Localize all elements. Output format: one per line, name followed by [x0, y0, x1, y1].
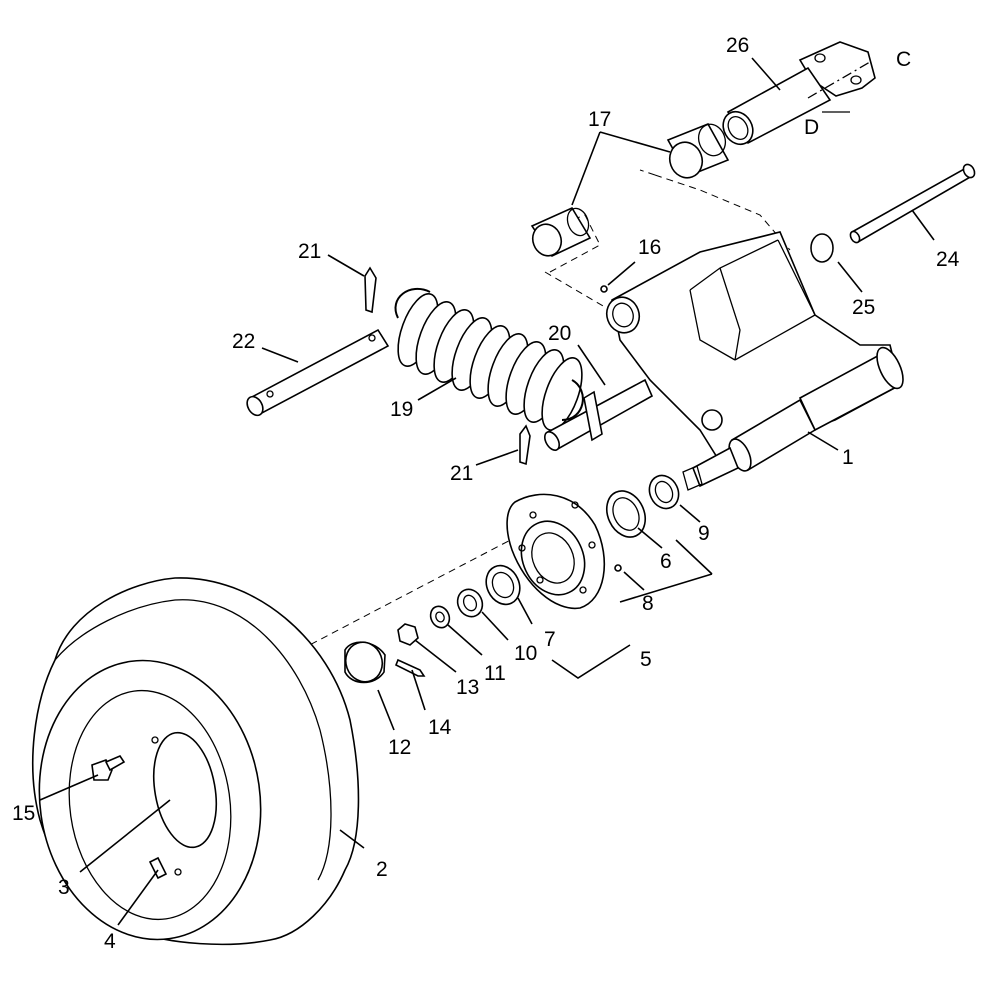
part-2-wheel-tire — [32, 577, 360, 946]
part-12-dust-cap — [344, 641, 386, 684]
part-9-bearing-cone — [648, 474, 680, 510]
part-19-spring — [394, 287, 584, 431]
part-25-o-ring — [810, 233, 834, 263]
part-7-bearing-cup — [485, 564, 521, 606]
callout-14: 14 — [428, 716, 452, 739]
callout-19: 19 — [390, 398, 413, 421]
callout-13: 13 — [456, 676, 479, 699]
part-1-arm-assembly — [605, 231, 904, 491]
part-26-pivot-pin — [722, 41, 876, 146]
callout-20: 20 — [548, 322, 571, 345]
ref-label-d: D — [804, 116, 819, 139]
callout-25: 25 — [852, 296, 875, 319]
part-16-grease-fitting — [600, 285, 608, 293]
callout-6: 6 — [660, 550, 672, 573]
leader-lines — [39, 57, 935, 926]
callout-16: 16 — [638, 236, 661, 259]
callout-8: 8 — [642, 592, 654, 615]
callout-15: 15 — [12, 802, 35, 825]
part-21-cotter-pin-lower — [519, 424, 531, 466]
part-6-bearing-cup — [605, 490, 647, 538]
callout-4: 4 — [104, 930, 116, 953]
callout-10: 10 — [514, 642, 537, 665]
callout-17: 17 — [588, 108, 611, 131]
callout-1: 1 — [842, 446, 854, 469]
part-8-grease-fitting — [614, 564, 622, 572]
part-11-washer — [429, 605, 451, 629]
part-13-castle-nut — [397, 623, 419, 646]
part-24-pin — [849, 163, 976, 244]
part-5-wheel-hub — [506, 493, 606, 610]
part-20-spring-pin — [543, 378, 654, 452]
callout-2: 2 — [376, 858, 388, 881]
part-14-cotter-pin — [394, 658, 426, 677]
ref-label-c: C — [896, 48, 911, 71]
callout-21-lower: 21 — [450, 462, 473, 485]
callout-9: 9 — [698, 522, 710, 545]
callout-5: 5 — [640, 648, 652, 671]
callout-labels: 26 C D 17 16 24 25 21 22 20 19 21 1 9 6 … — [12, 34, 960, 953]
callout-22: 22 — [232, 330, 255, 353]
callout-11: 11 — [484, 662, 506, 685]
callout-12: 12 — [388, 736, 411, 759]
part-17-bushings — [530, 122, 730, 258]
part-21-cotter-pin-upper — [364, 266, 377, 314]
callout-7: 7 — [544, 628, 556, 651]
callout-21-upper: 21 — [298, 240, 321, 263]
callout-24: 24 — [936, 248, 960, 271]
callout-26: 26 — [726, 34, 749, 57]
callout-3: 3 — [58, 876, 70, 899]
part-22-pin — [246, 328, 390, 417]
part-10-bearing-cone — [456, 588, 484, 618]
